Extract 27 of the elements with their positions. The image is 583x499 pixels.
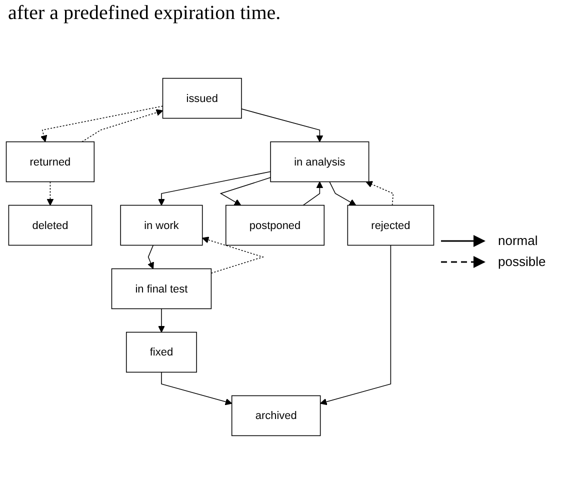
- arrow: [82, 109, 164, 142]
- arrow: [202, 236, 264, 274]
- arrow: [241, 108, 324, 142]
- arrow: [46, 181, 54, 206]
- arrow: [148, 244, 154, 270]
- node-box: in final test: [111, 268, 212, 310]
- arrow: [40, 106, 164, 142]
- node-box: in analysis: [270, 141, 370, 182]
- arrow: [320, 244, 392, 406]
- arrow: [302, 181, 324, 206]
- arrow: [161, 372, 232, 406]
- node-box: archived: [231, 395, 321, 436]
- legend-label: normal: [498, 233, 538, 248]
- node-box: in work: [120, 204, 203, 246]
- node-box: rejected: [347, 204, 434, 246]
- node-box: fixed: [126, 332, 197, 373]
- node-box: deleted: [8, 204, 92, 246]
- arrow: [220, 177, 271, 206]
- arrow: [158, 171, 271, 206]
- legend-label: possible: [498, 254, 546, 269]
- node-box: issued: [162, 78, 242, 119]
- arrow: [366, 181, 394, 206]
- note-text: after a predefined expiration time.: [8, 2, 282, 25]
- arrow: [158, 308, 165, 333]
- arrow: [329, 181, 356, 206]
- node-box: postponed: [225, 204, 325, 246]
- node-box: returned: [6, 141, 95, 182]
